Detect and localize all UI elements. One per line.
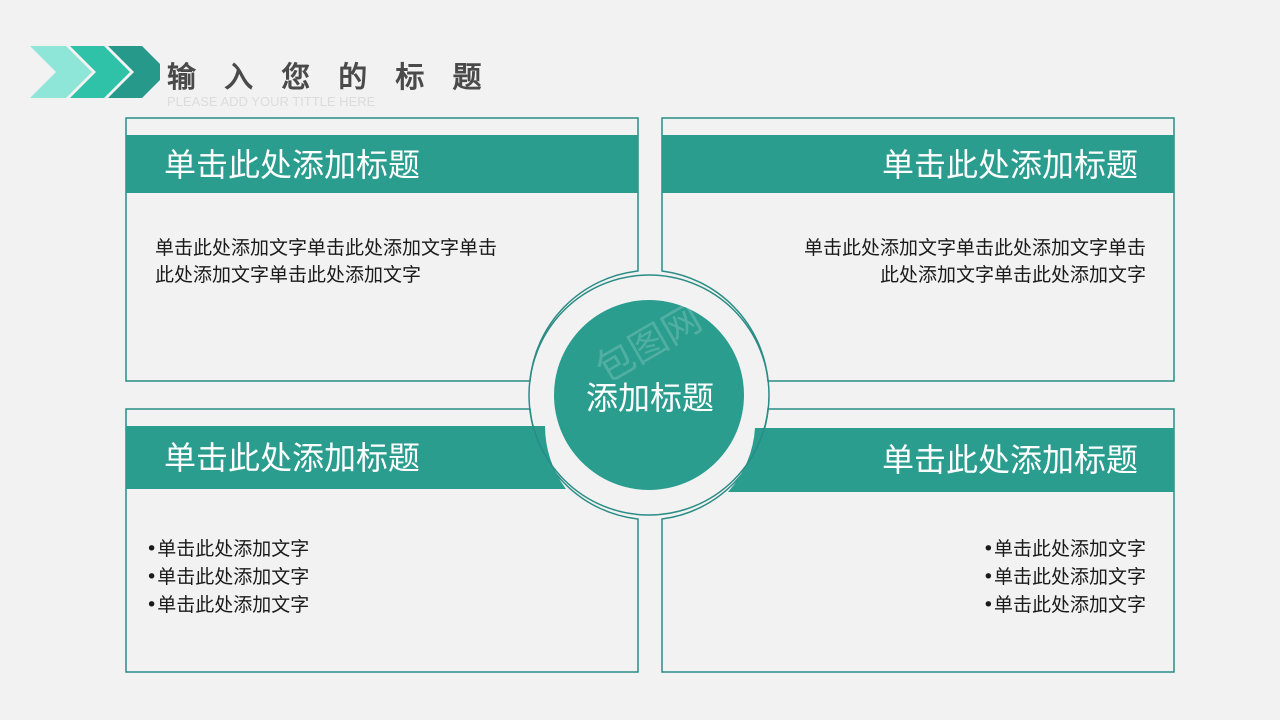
slide-subtitle: PLEASE ADD YOUR TITTLE HERE bbox=[167, 94, 376, 109]
card-text-top-right[interactable]: 单击此处添加文字单击此处添加文字单击 此处添加文字单击此处添加文字 bbox=[706, 235, 1146, 289]
list-item: •单击此处添加文字 bbox=[146, 594, 310, 616]
outer-ring bbox=[528, 274, 770, 516]
card-text-line: 此处添加文字单击此处添加文字 bbox=[879, 264, 1146, 286]
center-circle bbox=[554, 300, 744, 490]
band-top-right bbox=[662, 135, 1174, 193]
center-title[interactable]: 添加标题 bbox=[585, 379, 714, 417]
band-top-left bbox=[126, 135, 638, 193]
card-title-top-left[interactable]: 单击此处添加标题 bbox=[164, 146, 421, 184]
list-item: •单击此处添加文字 bbox=[146, 566, 310, 588]
list-item: •单击此处添加文字 bbox=[146, 538, 310, 560]
card-text-line: 单击此处添加文字单击此处添加文字单击 bbox=[803, 237, 1146, 259]
chevrons-icon bbox=[30, 46, 160, 98]
slide-title: 输 入 您 的 标 题 bbox=[167, 60, 491, 94]
card-text-line: 单击此处添加文字单击此处添加文字单击 bbox=[155, 237, 498, 259]
card-list-bottom-left[interactable]: •单击此处添加文字 •单击此处添加文字 •单击此处添加文字 bbox=[146, 535, 309, 619]
list-item: •单击此处添加文字 bbox=[982, 538, 1146, 560]
list-item: •单击此处添加文字 bbox=[982, 566, 1146, 588]
card-text-line: 此处添加文字单击此处添加文字 bbox=[155, 264, 422, 286]
card-title-bottom-right[interactable]: 单击此处添加标题 bbox=[881, 441, 1138, 479]
card-text-top-left[interactable]: 单击此处添加文字单击此处添加文字单击 此处添加文字单击此处添加文字 bbox=[155, 235, 595, 289]
list-item: •单击此处添加文字 bbox=[982, 594, 1146, 616]
band-bottom-right bbox=[728, 428, 1174, 492]
card-list-bottom-right[interactable]: •单击此处添加文字 •单击此处添加文字 •单击此处添加文字 bbox=[983, 535, 1146, 619]
card-title-bottom-left[interactable]: 单击此处添加标题 bbox=[164, 439, 421, 477]
band-bottom-left bbox=[126, 426, 566, 489]
card-title-top-right[interactable]: 单击此处添加标题 bbox=[881, 146, 1138, 184]
